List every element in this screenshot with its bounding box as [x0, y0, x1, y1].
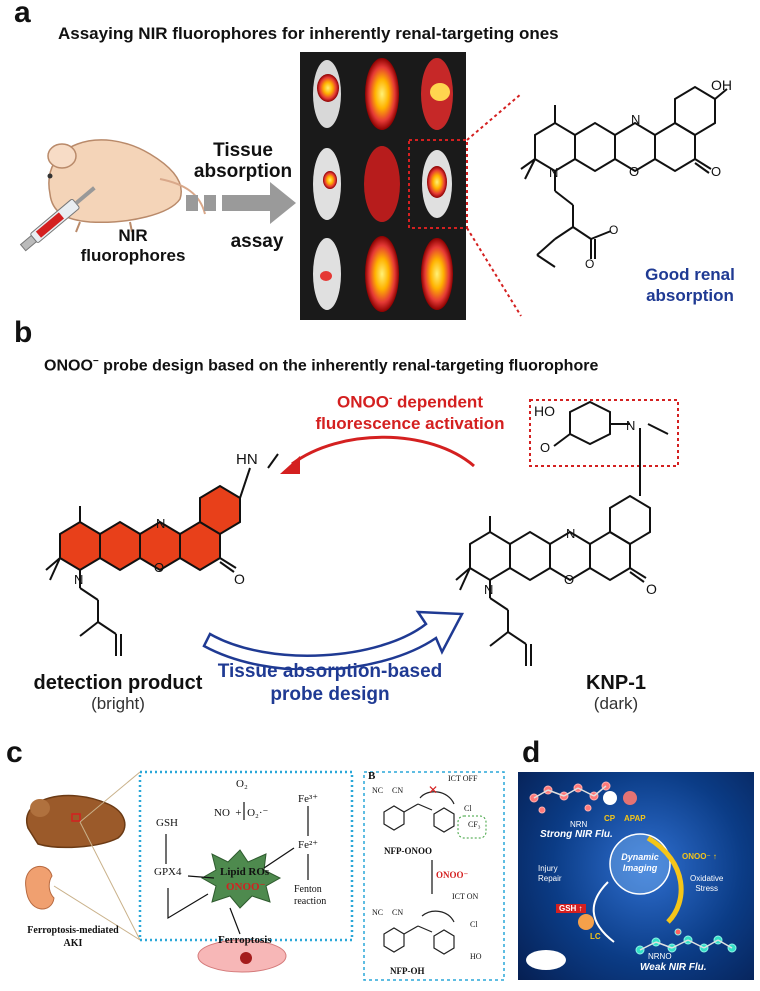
- panel-d-figure: [518, 772, 754, 980]
- svg-text:O: O: [646, 581, 657, 597]
- panel-c-label: c: [6, 736, 23, 769]
- c-ict-on: ICT ON: [452, 892, 479, 901]
- mouse-image-1-3: [421, 58, 453, 130]
- mouse-illustration: [19, 139, 206, 252]
- oh-label: OH: [711, 77, 732, 93]
- c-ferroptosis: Ferroptosis: [218, 934, 272, 946]
- good-renal-label: Good renal absorption: [645, 265, 735, 305]
- mouse-image-2-1: [313, 148, 341, 220]
- imaging-grid: [300, 52, 466, 320]
- mouse-image-3-3: [421, 238, 453, 310]
- panel-b-title: ONOO− probe design based on the inherent…: [44, 356, 599, 375]
- c-nfp-oh: NFP-OH: [390, 966, 425, 976]
- panel-a-label: a: [14, 0, 31, 29]
- assay-arrow: [186, 182, 296, 224]
- panel-c-figure: ✕: [25, 770, 505, 981]
- mouse-image-2-3: [422, 150, 452, 218]
- activation-arrow: [280, 435, 475, 474]
- assay-label: assay: [230, 231, 284, 252]
- c-cn1: CN: [392, 786, 404, 795]
- nir-fluorophores-label: NIR fluorophores: [80, 226, 186, 265]
- c-gsh: GSH: [156, 817, 179, 829]
- mouse-image-3-1: [313, 238, 341, 310]
- c-b-label: B: [368, 770, 376, 782]
- detection-product-name: detection product: [33, 672, 203, 694]
- panel-b-label: b: [14, 316, 33, 349]
- c-o2: O₂: [236, 778, 248, 790]
- probe-design-label: Tissue absorption-based probe design: [217, 661, 443, 705]
- svg-text:O: O: [629, 164, 639, 179]
- svg-text:N: N: [156, 516, 165, 531]
- svg-text:O: O: [540, 440, 550, 455]
- c-cf3: CF₃: [468, 820, 481, 829]
- c-nc1: NC: [372, 786, 384, 795]
- c-onoo-arrow: ONOO⁻: [436, 870, 469, 880]
- d-strong: Strong NIR Flu.: [540, 829, 613, 840]
- hn-label: HN: [236, 451, 258, 468]
- c-ho: HO: [470, 952, 482, 961]
- mouse-image-2-2: [364, 146, 400, 222]
- svg-text:N: N: [626, 418, 635, 433]
- selection-callout: [408, 93, 522, 317]
- svg-text:N: N: [484, 582, 493, 597]
- c-cl2: Cl: [470, 920, 478, 929]
- d-nrno: NRNO: [648, 952, 672, 961]
- ho-label: HO: [534, 403, 555, 419]
- c-no-o2: NO + O₂·⁻: [214, 807, 269, 819]
- svg-text:N: N: [549, 165, 558, 180]
- knp1-state: (dark): [593, 694, 639, 713]
- detection-product-structure: HN N N O O: [45, 451, 279, 656]
- fluorophore-structure-a: OH N N O O O O: [520, 77, 732, 271]
- knp1-name: KNP-1: [585, 672, 646, 694]
- panel-d-label: d: [522, 736, 541, 769]
- d-gsh: GSH ↑: [556, 904, 586, 913]
- c-nc2: NC: [372, 908, 384, 917]
- tissue-assay-label: Tissue absorption: [193, 140, 293, 182]
- svg-text:O: O: [234, 571, 245, 587]
- svg-text:O: O: [609, 223, 618, 237]
- svg-text:N: N: [631, 112, 640, 127]
- d-lc: LC: [590, 932, 601, 941]
- mouse-image-3-2: [365, 236, 399, 312]
- mouse-image-1-1: [313, 60, 341, 128]
- panel-a-title: Assaying NIR fluorophores for inherently…: [58, 24, 559, 43]
- probe-design-arrow: [202, 610, 465, 670]
- c-onoo-red: ONOO⁻: [226, 881, 266, 893]
- c-cl1: Cl: [464, 804, 472, 813]
- c-cn2: CN: [392, 908, 404, 917]
- knp1-structure: HO N O N N O O: [455, 399, 679, 666]
- c-ict-off: ICT OFF: [448, 774, 478, 783]
- d-onoo: ONOO⁻ ↑: [682, 852, 717, 861]
- mouse-image-1-2: [365, 58, 399, 130]
- d-cp: CP: [604, 814, 616, 823]
- d-weak: Weak NIR Flu.: [640, 962, 707, 973]
- c-nfp-onoo: NFP-ONOO: [384, 846, 432, 856]
- svg-text:✕: ✕: [428, 783, 438, 797]
- svg-text:O: O: [564, 572, 574, 587]
- detection-product-state: (bright): [91, 694, 145, 713]
- c-fe2: Fe²⁺: [298, 839, 319, 851]
- c-gpx4: GPX4: [154, 866, 182, 878]
- c-fe3: Fe³⁺: [298, 793, 319, 805]
- c-lipid: Lipid ROs: [220, 866, 270, 878]
- svg-text:N: N: [566, 526, 575, 541]
- svg-text:O: O: [711, 164, 721, 179]
- d-apap: APAP: [624, 814, 646, 823]
- svg-text:O: O: [154, 560, 164, 575]
- activation-label: ONOO- dependent fluorescence activation: [315, 392, 505, 433]
- svg-text:N: N: [74, 572, 83, 587]
- svg-text:O: O: [585, 257, 594, 271]
- d-nrn: NRN: [570, 820, 588, 829]
